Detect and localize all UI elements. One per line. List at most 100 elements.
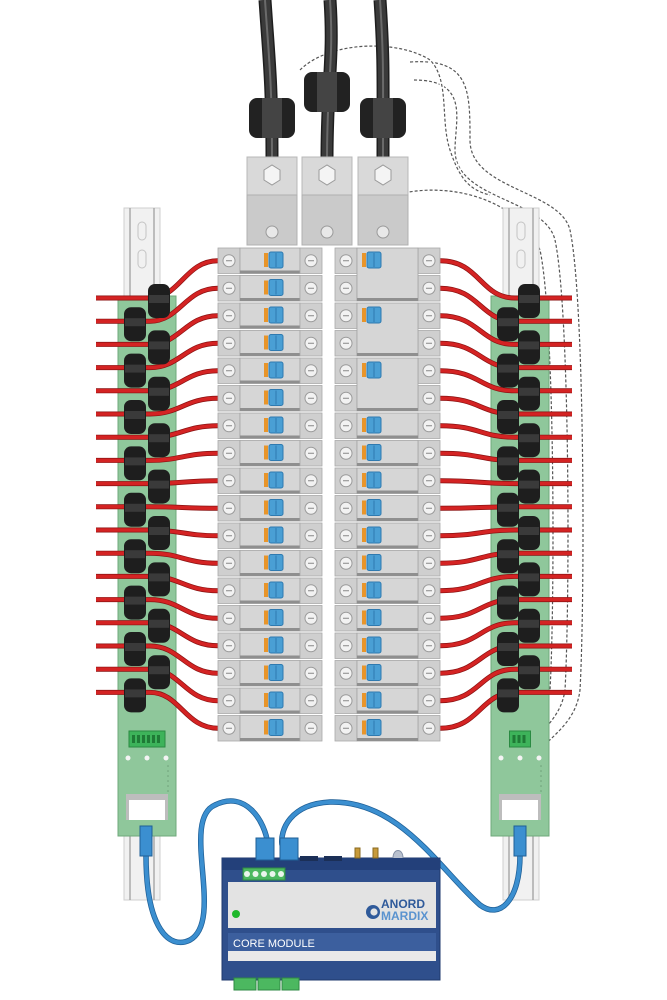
ferrite-band xyxy=(373,98,393,138)
trip-indicator xyxy=(362,583,366,597)
breaker-shadow xyxy=(357,490,418,494)
left-breaker xyxy=(217,687,323,714)
ct-band xyxy=(149,387,169,396)
trip-indicator xyxy=(264,583,268,597)
branch-wire-left xyxy=(96,597,219,621)
terminal-pin xyxy=(142,735,145,743)
ct-band xyxy=(125,364,145,373)
branch-wire-left xyxy=(96,551,219,566)
ct-band xyxy=(149,341,169,350)
left-breaker xyxy=(217,467,323,494)
incoming-feeds xyxy=(246,0,409,246)
right-breaker xyxy=(334,467,441,494)
trip-indicator xyxy=(264,253,268,267)
breaker-shadow xyxy=(357,298,418,301)
right-breaker xyxy=(334,577,441,604)
ct-band xyxy=(125,689,145,698)
right-breaker-2pole xyxy=(334,357,441,412)
breaker-body xyxy=(356,522,419,549)
trip-indicator xyxy=(362,418,366,432)
sense-lead-4 xyxy=(299,45,491,196)
left-breaker xyxy=(217,357,323,384)
breaker-shadow xyxy=(240,490,300,494)
module-rj45-plug xyxy=(279,837,299,861)
breaker-shadow xyxy=(357,628,418,631)
lug-stud xyxy=(376,225,390,239)
trip-indicator xyxy=(362,720,366,735)
breaker-body xyxy=(356,687,419,714)
left-breaker xyxy=(217,412,323,439)
feed-1 xyxy=(246,0,298,246)
vent-dot xyxy=(540,785,542,787)
ct-band xyxy=(149,527,169,535)
trip-indicator xyxy=(264,363,268,377)
left-breaker xyxy=(217,330,323,357)
brand-line-1: ANORD xyxy=(381,897,425,911)
io-terminal-block xyxy=(257,977,281,991)
trip-indicator xyxy=(264,610,268,625)
trip-indicator xyxy=(264,500,268,515)
right-breaker xyxy=(334,605,441,632)
branch-wire-left xyxy=(96,396,219,416)
trip-indicator xyxy=(264,693,268,707)
right-breaker xyxy=(334,550,441,577)
trip-indicator xyxy=(264,473,268,487)
antenna-connector xyxy=(372,847,379,859)
vent-dot xyxy=(540,765,542,767)
sensor-strips xyxy=(117,295,550,837)
io-terminal-block xyxy=(233,977,257,991)
ct-band xyxy=(519,619,539,628)
breaker-body xyxy=(356,302,419,357)
breaker-shadow xyxy=(240,463,300,466)
ct-band xyxy=(519,341,539,350)
branch-wire-right xyxy=(439,423,572,439)
rail-slot xyxy=(516,249,526,269)
right-breaker xyxy=(334,440,441,467)
lug-bolt xyxy=(318,164,336,186)
breaker-panel xyxy=(217,247,441,742)
ct-band xyxy=(498,318,518,327)
breaker-body xyxy=(356,495,419,522)
left-breaker xyxy=(217,632,323,659)
module-face-lower xyxy=(228,951,436,961)
status-led xyxy=(536,755,542,761)
breaker-shadow xyxy=(240,353,300,356)
breaker-shadow xyxy=(240,545,300,549)
trip-indicator xyxy=(362,445,366,460)
module-rj45-port xyxy=(324,856,342,861)
trip-indicator xyxy=(264,390,268,405)
terminal-pin xyxy=(157,735,160,743)
ct-band xyxy=(125,550,145,559)
status-led xyxy=(498,755,504,761)
ct-band xyxy=(498,411,518,419)
trip-indicator xyxy=(264,665,268,680)
ct-band xyxy=(149,295,169,303)
sense-lead-2 xyxy=(413,79,569,771)
right-breaker xyxy=(334,632,441,659)
mounting-clip xyxy=(392,850,404,859)
left-breaker xyxy=(217,605,323,632)
breaker-body xyxy=(356,605,419,632)
trip-indicator xyxy=(264,555,268,570)
lug-bolt xyxy=(263,164,281,186)
rail-slot xyxy=(137,249,147,269)
network-cable-2 xyxy=(279,799,522,912)
breaker-shadow xyxy=(240,298,300,301)
antenna-connector xyxy=(354,847,361,859)
ct-band xyxy=(125,596,145,605)
ct-band xyxy=(149,619,169,628)
ct-band xyxy=(498,457,518,466)
ct-band xyxy=(498,550,518,559)
breaker-shadow xyxy=(240,738,300,741)
trip-indicator xyxy=(362,308,366,322)
vent-dot xyxy=(167,780,169,782)
breaker-body xyxy=(356,550,419,577)
left-breaker xyxy=(217,385,323,412)
lug-stud xyxy=(265,225,279,239)
breaker-shadow xyxy=(357,408,418,411)
left-breaker xyxy=(217,302,323,329)
lug-bolt xyxy=(374,164,392,186)
terminal-pin xyxy=(152,735,155,743)
ct-band xyxy=(519,480,539,489)
